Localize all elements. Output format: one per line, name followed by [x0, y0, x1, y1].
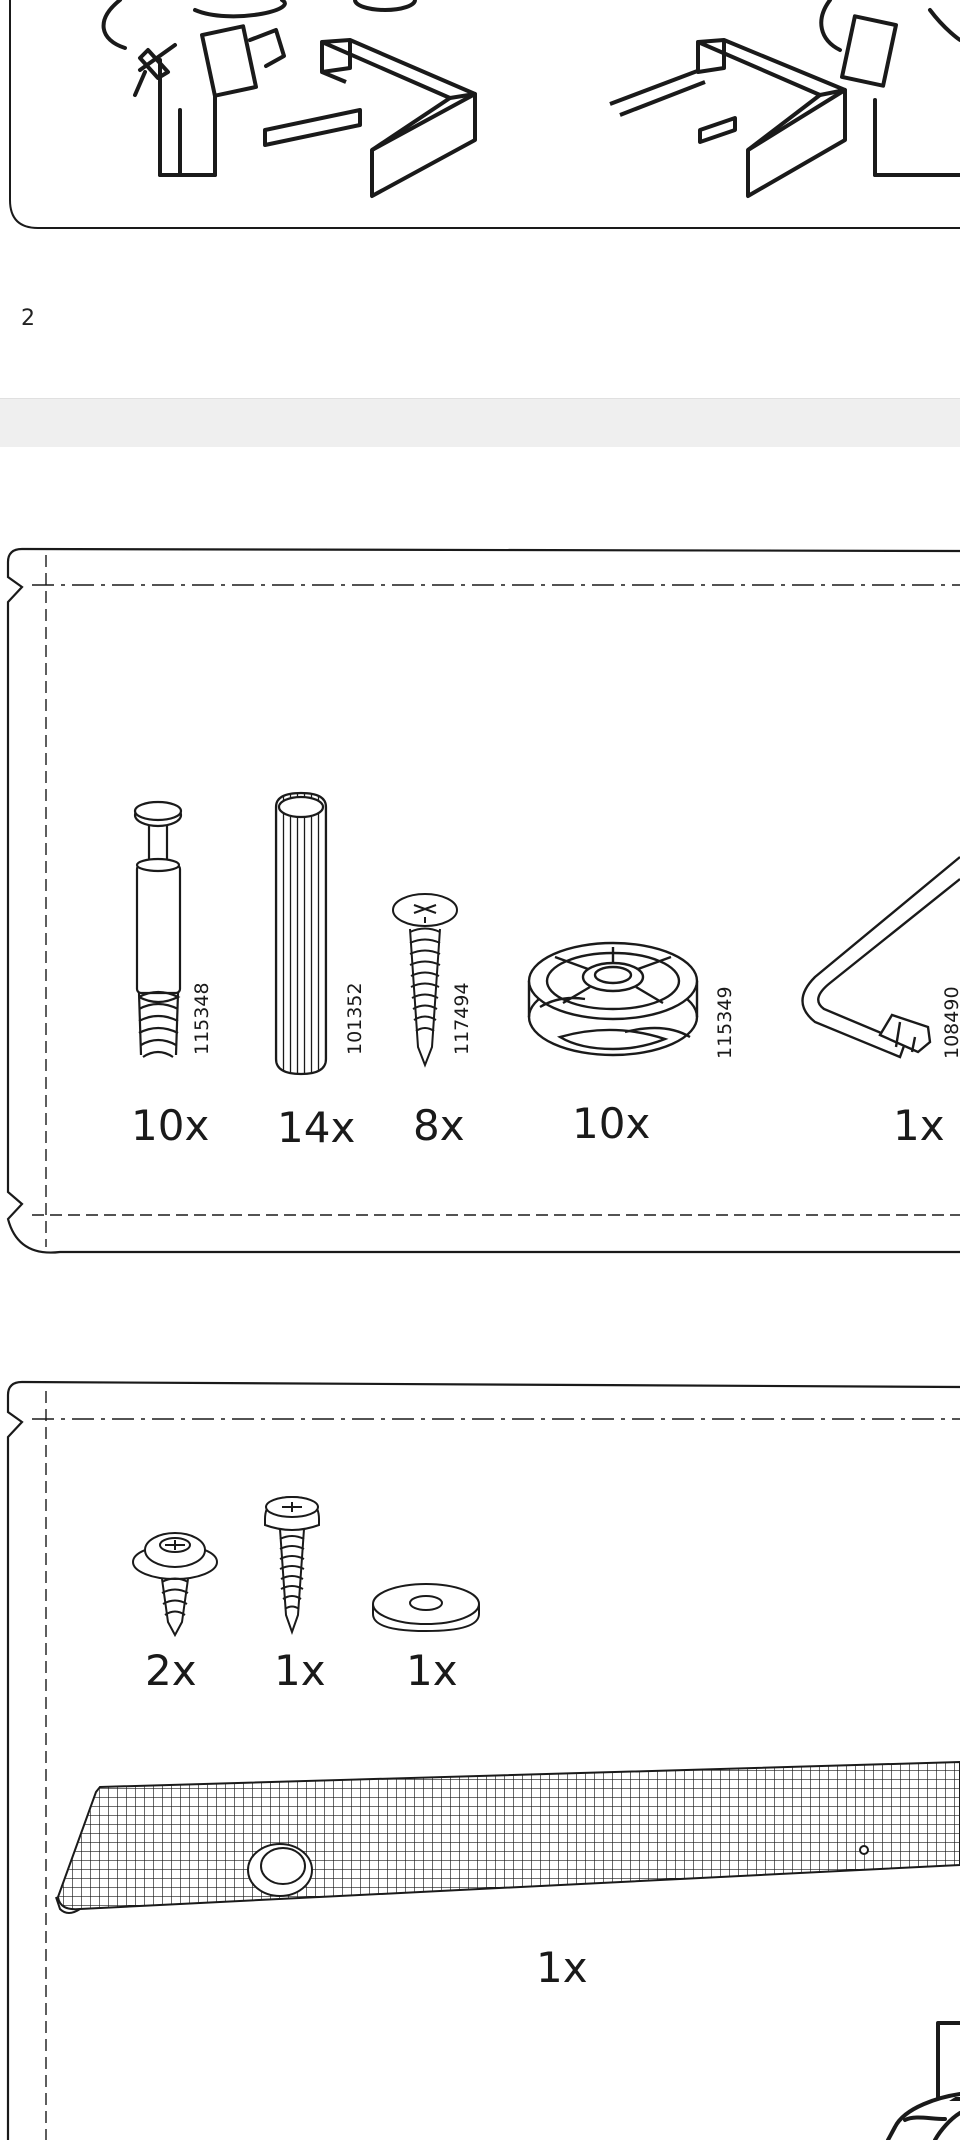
washer-head-screw-icon [132, 1532, 218, 1638]
wooden-dowel-icon [274, 791, 328, 1076]
quantity-screw: 8x [413, 1101, 465, 1150]
quantity-anti-slip-mat: 1x [536, 1943, 588, 1992]
anti-slip-mat-icon [55, 1760, 960, 1914]
previous-page: 2 [0, 0, 960, 398]
u-frame-illustration-right [609, 38, 847, 198]
allen-key-icon [801, 856, 960, 1059]
pan-head-screw-icon [264, 1495, 320, 1636]
hand-illustration-icon [886, 2021, 960, 2140]
hardware-bags-illustration: 115348 101352 [6, 547, 960, 2140]
cam-lock-bolt-icon [133, 800, 183, 1058]
quantity-cam-lock-bolt: 10x [131, 1101, 210, 1150]
article-number-101352: 101352 [344, 982, 366, 1055]
article-number-117494: 117494 [451, 982, 473, 1055]
person-reading-manual-icon [101, 0, 417, 177]
article-number-115348: 115348 [191, 982, 213, 1055]
quantity-pan-head-screw: 1x [274, 1646, 326, 1695]
quantity-wooden-dowel: 14x [277, 1103, 356, 1152]
page-number: 2 [21, 306, 35, 331]
page-separator [0, 398, 960, 448]
u-frame-illustration-left [263, 38, 477, 198]
hardware-bag-1-outline [6, 547, 960, 1254]
article-number-115349: 115349 [714, 986, 736, 1059]
quantity-allen-key: 1x [893, 1101, 945, 1150]
hardware-page: 115348 101352 [0, 447, 960, 2140]
help-illustration-panel [9, 0, 960, 229]
cam-lock-nut-icon [527, 941, 699, 1057]
washer-icon [372, 1583, 480, 1633]
quantity-cam-lock-nut: 10x [572, 1099, 651, 1148]
hardware-bag-2-outline [6, 1380, 960, 2140]
quantity-washer: 1x [406, 1646, 458, 1695]
article-number-108490: 108490 [941, 986, 960, 1059]
quantity-washer-head-screw: 2x [145, 1646, 197, 1695]
screw-icon [392, 893, 458, 1068]
